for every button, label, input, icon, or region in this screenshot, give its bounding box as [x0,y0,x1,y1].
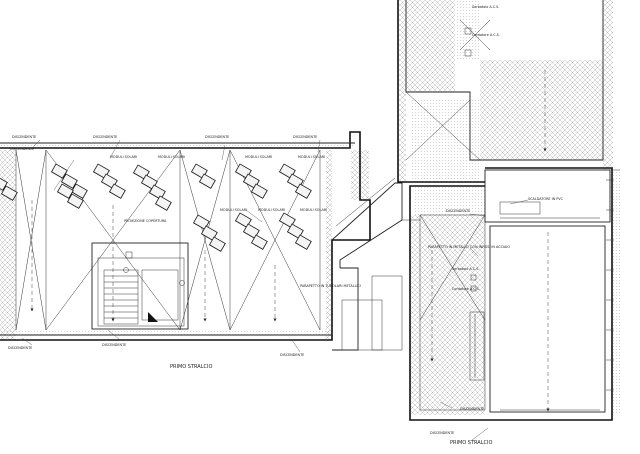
label-proiezione-copertura: PROIEZIONE COPERTURA [124,219,167,223]
label-moduli-solari-4: MODULI SOLARI [298,155,325,159]
label-discendente-3: DISCENDENTE [205,135,229,139]
label-discendente-2: DISCENDENTE [93,135,117,139]
label-serbatoio-top: Serbatoio A.C.S. [472,5,499,9]
solar-panels-e [192,212,312,252]
right-top-hatch-3 [455,0,479,60]
right-lower-hatch-2 [410,215,485,415]
label-parapetto-infissi: PARAPETTO IN METALLO CON INFISSI IN ACCI… [428,245,510,249]
label-discendente-5: DISCENDENTE [8,346,32,350]
label-moduli-solari-7: MODULI SOLARI [300,208,327,212]
label-discendente-8: DISCENDENTE [10,147,34,151]
right-top-hatch-4 [603,0,613,170]
label-discendente-6: DISCENDENTE [102,343,126,347]
label-discendente-7: DISCENDENTE [280,353,304,357]
solar-panels-a [0,175,18,201]
right-top-hatch-6 [410,100,480,180]
label-discendente-r3: DISCENDENTE [430,431,454,435]
right-top-hatch-5 [480,60,603,160]
label-discendente-4: DISCENDENTE [293,135,317,139]
top-parapet-hatch [0,143,355,148]
left-edge-hatch [0,150,16,340]
right-lower-hatch-1 [415,185,485,215]
right-upper-building: Serbatoio A.C.S. Contatore A.C.S. [397,0,613,183]
solar-panels-d [190,163,312,199]
right-lower-building: DISCENDENTE SCALDATORE IN PVC PARAPETTO … [409,167,620,446]
left-roof-plan: DISCENDENTE DISCENDENTE DISCENDENTE DISC… [0,131,371,370]
label-primo-stralcio-left: PRIMO STRALCIO [170,364,212,370]
label-discendente-1: DISCENDENTE [12,135,36,139]
right-edge-hatch [326,150,332,340]
solar-panels-b [50,163,88,209]
label-moduli-solari-3: MODULI SOLARI [245,155,272,159]
label-primo-stralcio-right: PRIMO STRALCIO [450,440,492,446]
label-discendente-r1: DISCENDENTE [446,209,470,213]
label-parapetto-metallici: PARAPETTO IN TUBOLARI METALLICI [300,284,361,288]
label-contatore-bottom: Contatore A.C.S. [452,287,480,291]
left-roof-outline [0,131,371,341]
solar-panels-c [92,163,172,211]
bottom-parapet-hatch [0,330,332,335]
label-scaldatore: SCALDATORE IN PVC [528,197,564,201]
right-top-hatch-2 [398,92,406,182]
label-contatore-top: Contatore A.C.S. [472,33,500,37]
right-lower-hatch-3 [612,170,620,415]
stair-core [91,242,189,330]
label-moduli-solari-1: MODULI SOLARI [110,155,137,159]
connector-ramp [331,177,420,351]
right-top-hatch-1 [398,0,455,92]
label-serbatoio-bottom: Serbatoio A.C.S. [452,267,479,271]
label-moduli-solari-6: MODULI SOLARI [258,208,285,212]
label-moduli-solari-5: MODULI SOLARI [220,208,247,212]
label-moduli-solari-2: MODULI SOLARI [158,155,185,159]
label-discendente-r2: DISCENDENTE [460,407,484,411]
